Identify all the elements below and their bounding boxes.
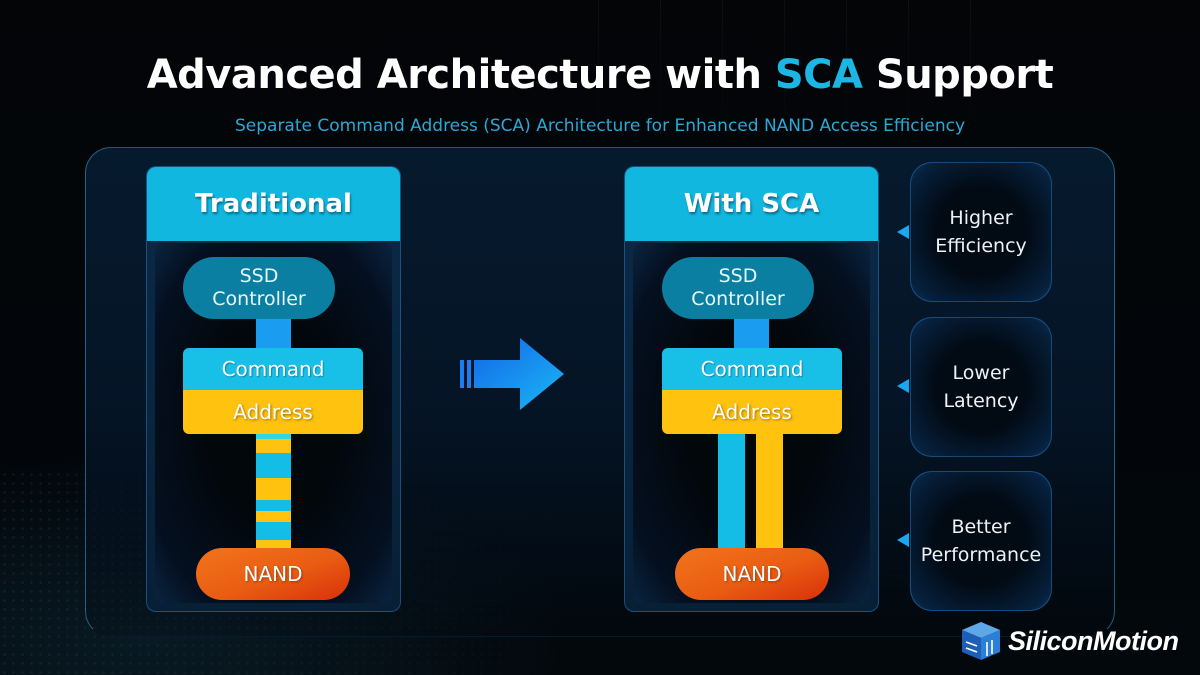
- benefit-label-line1: Lower: [952, 362, 1010, 384]
- benefit-label-line2: Latency: [943, 390, 1019, 412]
- benefit-label-line2: Performance: [920, 544, 1042, 566]
- background-circuit-pattern: [560, 0, 980, 150]
- title-accent: SCA: [774, 52, 863, 98]
- bus-segment-command: [256, 522, 291, 540]
- bus-segment-command: [256, 453, 291, 478]
- sca-ssd-controller: SSD Controller: [662, 257, 814, 319]
- title-suffix: Support: [862, 52, 1054, 98]
- sca-nand: NAND: [675, 548, 829, 600]
- logo-wordmark: SiliconMotion: [1008, 625, 1179, 656]
- sca-heading: With SCA: [625, 167, 878, 241]
- bus-segment-command: [256, 434, 291, 439]
- page-title: Advanced Architecture with SCA Support: [0, 52, 1200, 98]
- benefit-label-line1: Higher: [949, 207, 1013, 229]
- right-arrow-icon: [460, 338, 564, 410]
- benefit-card-performance: Better Performance: [910, 471, 1052, 611]
- benefit-card-latency: Lower Latency: [910, 317, 1052, 457]
- traditional-nand: NAND: [196, 548, 350, 600]
- traditional-command-address-block: Command Address: [183, 348, 363, 434]
- benefit-card-efficiency: Higher Efficiency: [910, 162, 1052, 302]
- sca-controller-link: [734, 319, 769, 349]
- traditional-command: Command: [183, 348, 363, 390]
- benefit-label-line1: Better: [951, 516, 1011, 538]
- controller-label-line2: Controller: [212, 288, 306, 310]
- sca-address: Address: [662, 390, 842, 434]
- traditional-ssd-controller: SSD Controller: [183, 257, 335, 319]
- silicon-motion-cube-icon: [962, 622, 1000, 660]
- sca-address-bus: [756, 434, 783, 549]
- traditional-multiplexed-bus: [256, 434, 291, 549]
- sca-command-address-block: Command Address: [662, 348, 842, 434]
- pointer-triangle-icon: [897, 533, 909, 547]
- title-prefix: Advanced Architecture with: [146, 52, 775, 98]
- page-subtitle: Separate Command Address (SCA) Architect…: [234, 116, 966, 136]
- traditional-heading: Traditional: [147, 167, 400, 241]
- traditional-address: Address: [183, 390, 363, 434]
- sca-command: Command: [662, 348, 842, 390]
- controller-label-line1: SSD: [239, 265, 279, 287]
- traditional-controller-link: [256, 319, 291, 349]
- controller-label-line1: SSD: [718, 265, 758, 287]
- pointer-triangle-icon: [897, 225, 909, 239]
- bus-segment-command: [256, 500, 291, 511]
- benefit-label-line2: Efficiency: [935, 235, 1027, 257]
- controller-label-line2: Controller: [691, 288, 785, 310]
- pointer-triangle-icon: [897, 379, 909, 393]
- silicon-motion-logo: SiliconMotion: [960, 618, 1190, 664]
- sca-command-bus: [718, 434, 745, 549]
